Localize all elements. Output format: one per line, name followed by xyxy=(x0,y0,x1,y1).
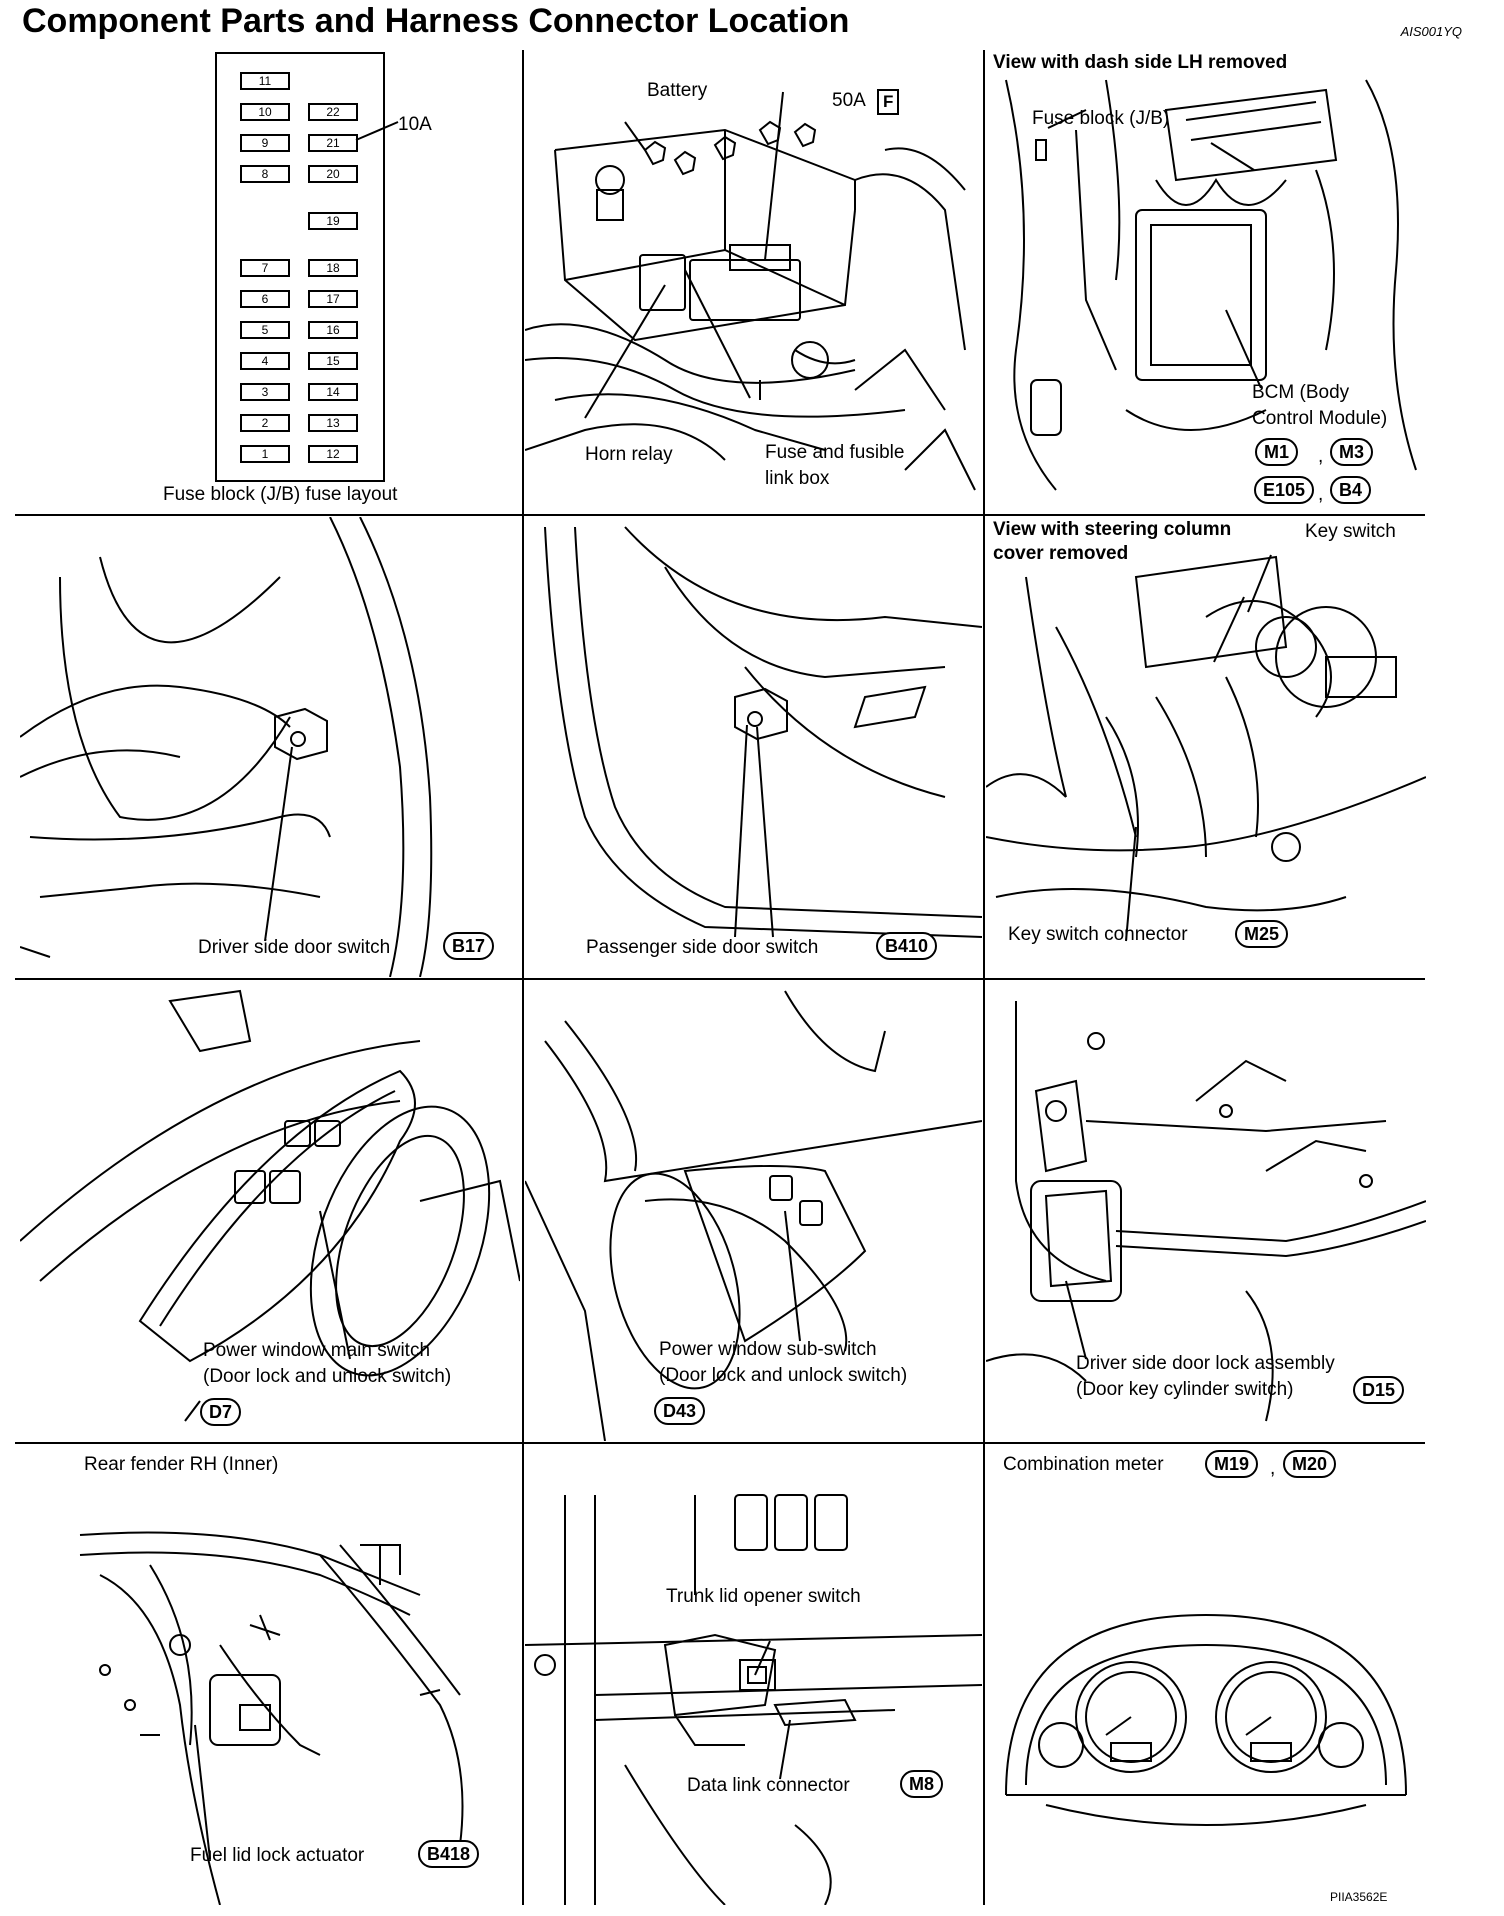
connector-d43: D43 xyxy=(654,1397,706,1425)
fuse-slot-9: 9 xyxy=(240,134,290,152)
battery-area-panel xyxy=(525,50,982,513)
connector-b418: B418 xyxy=(418,1840,480,1868)
fuse-slot-10: 10 xyxy=(240,103,290,121)
connector-b17: B17 xyxy=(443,932,495,960)
door-lock-label-line2: (Door key cylinder switch) xyxy=(1076,1379,1294,1400)
fuse-slot-18: 18 xyxy=(308,259,358,277)
passenger-door-switch-label: Passenger side door switch xyxy=(586,937,819,958)
main-fuse-rating: 50A xyxy=(832,90,866,111)
door-lock-label-line1: Driver side door lock assembly xyxy=(1076,1353,1335,1374)
fuse-slot-22: 22 xyxy=(308,103,358,121)
passenger-door-illustration xyxy=(544,526,982,938)
dash-lh-heading: View with dash side LH removed xyxy=(993,52,1288,73)
fuse-slot-14: 14 xyxy=(308,383,358,401)
fuse-letter-box: F xyxy=(877,89,900,115)
figure-id: PIIA3562E xyxy=(1330,1890,1388,1904)
fuse-slot-6: 6 xyxy=(240,290,290,308)
sub-switch-panel xyxy=(525,981,982,1441)
connector-separator: , xyxy=(1318,446,1324,467)
connector-m8: M8 xyxy=(900,1770,944,1798)
door-lock-illustration xyxy=(986,1001,1426,1422)
dash-lh-panel xyxy=(986,50,1426,513)
main-switch-panel xyxy=(20,981,520,1441)
sub-switch-label-line2: (Door lock and unlock switch) xyxy=(659,1365,908,1386)
main-switch-illustration xyxy=(20,989,520,1422)
sub-switch-illustration xyxy=(525,990,982,1441)
fuse-slot-3: 3 xyxy=(240,383,290,401)
main-switch-label-line2: (Door lock and unlock switch) xyxy=(203,1366,452,1387)
passenger-door-switch-panel xyxy=(525,517,982,977)
fuse-slot-4: 4 xyxy=(240,352,290,370)
document-id: AIS001YQ xyxy=(1400,24,1462,39)
connector-m1: M1 xyxy=(1255,438,1299,466)
rear-fender-illustration xyxy=(79,1531,464,1905)
connector-m25: M25 xyxy=(1235,920,1289,948)
steering-column-panel xyxy=(986,517,1426,977)
connector-b4: B4 xyxy=(1330,476,1372,504)
fuse-box-label-line1: Fuse and fusible xyxy=(765,442,905,463)
fuse-slot-16: 16 xyxy=(308,321,358,339)
driver-door-illustration xyxy=(20,517,433,977)
fuse-block-outline xyxy=(215,52,385,482)
combination-meter-label: Combination meter xyxy=(1003,1454,1164,1475)
sub-switch-label-line1: Power window sub-switch xyxy=(659,1339,877,1360)
fuse-slot-17: 17 xyxy=(308,290,358,308)
data-link-connector-label: Data link connector xyxy=(687,1775,850,1796)
fuse-slot-11: 11 xyxy=(240,72,290,90)
fuse-rating-leader xyxy=(355,121,399,141)
connector-m20: M20 xyxy=(1283,1450,1337,1478)
connector-d15: D15 xyxy=(1353,1376,1405,1404)
driver-door-switch-label: Driver side door switch xyxy=(198,937,391,958)
dash-fuse-block-label: Fuse block (J/B) xyxy=(1032,108,1170,129)
steering-column-illustration xyxy=(986,554,1426,942)
rear-fender-heading: Rear fender RH (Inner) xyxy=(84,1454,279,1475)
fuse-rating-label: 10A xyxy=(398,114,432,135)
fuse-slot-8: 8 xyxy=(240,165,290,183)
connector-separator: , xyxy=(1270,1458,1276,1479)
connector-m3: M3 xyxy=(1330,438,1374,466)
fuse-slot-15: 15 xyxy=(308,352,358,370)
trunk-panel xyxy=(525,1445,982,1905)
rear-fender-panel xyxy=(20,1445,520,1905)
connector-b410: B410 xyxy=(876,932,938,960)
fuse-slot-13: 13 xyxy=(308,414,358,432)
combination-meter-illustration xyxy=(1005,1613,1407,1826)
door-lock-panel xyxy=(986,981,1426,1441)
main-switch-label-line1: Power window main switch xyxy=(203,1340,431,1361)
connector-d7: D7 xyxy=(200,1398,242,1426)
trunk-dash-illustration xyxy=(525,1494,982,1905)
fuse-slot-1: 1 xyxy=(240,445,290,463)
connector-m19: M19 xyxy=(1205,1450,1259,1478)
steering-heading-line2: cover removed xyxy=(993,543,1129,564)
fuel-lid-actuator-label: Fuel lid lock actuator xyxy=(190,1845,365,1866)
fuse-slot-20: 20 xyxy=(308,165,358,183)
connector-e105: E105 xyxy=(1254,476,1315,504)
fuse-slot-5: 5 xyxy=(240,321,290,339)
horn-relay-label: Horn relay xyxy=(585,444,673,465)
fuse-slot-7: 7 xyxy=(240,259,290,277)
fuse-slot-2: 2 xyxy=(240,414,290,432)
dash-lh-illustration xyxy=(1005,79,1417,491)
key-switch-connector-label: Key switch connector xyxy=(1008,924,1188,945)
engine-bay-illustration xyxy=(525,91,976,491)
driver-door-switch-panel xyxy=(20,517,520,977)
battery-label: Battery xyxy=(647,80,708,101)
steering-heading-line1: View with steering column xyxy=(993,519,1232,540)
fuse-layout-caption: Fuse block (J/B) fuse layout xyxy=(163,484,398,505)
bcm-label-line2: Control Module) xyxy=(1252,408,1388,429)
key-switch-label: Key switch xyxy=(1305,521,1396,542)
page-title: Component Parts and Harness Connector Lo… xyxy=(22,2,850,40)
fuse-slot-19: 19 xyxy=(308,212,358,230)
combination-meter-panel xyxy=(986,1445,1426,1905)
fuse-slot-12: 12 xyxy=(308,445,358,463)
connector-separator: , xyxy=(1318,484,1324,505)
fuse-box-label-line2: link box xyxy=(765,468,830,489)
trunk-opener-label: Trunk lid opener switch xyxy=(666,1586,861,1607)
bcm-label-line1: BCM (Body xyxy=(1252,382,1350,403)
fuse-slot-21: 21 xyxy=(308,134,358,152)
